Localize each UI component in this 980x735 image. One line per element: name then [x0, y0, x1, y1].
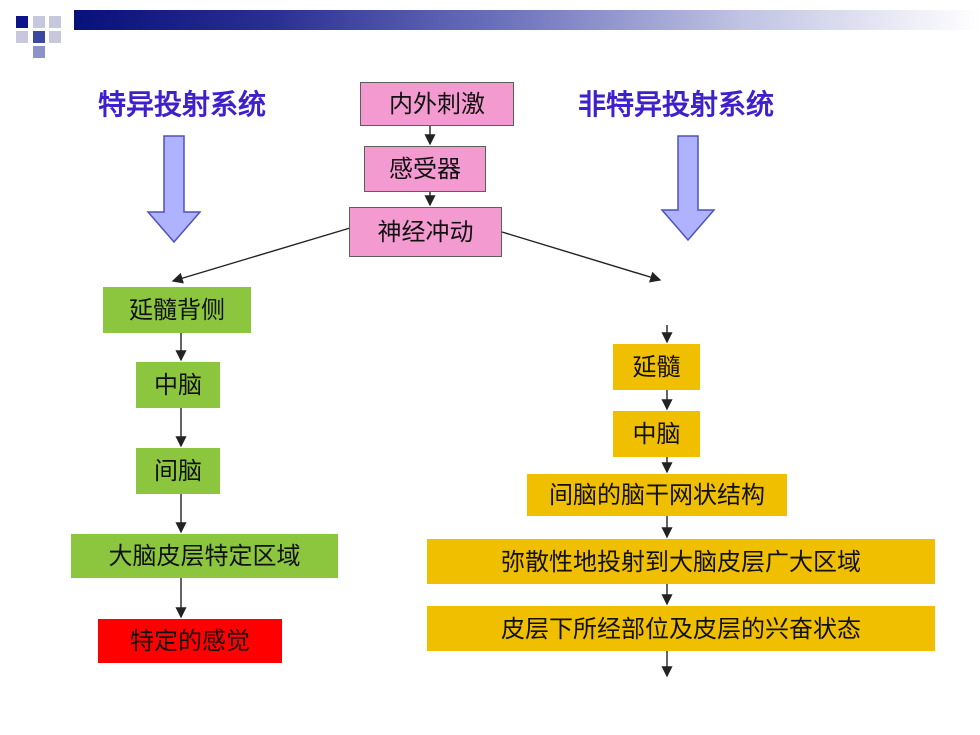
right-big-arrow [660, 135, 716, 242]
left-diencephalon-box: 间脑 [136, 448, 220, 494]
right-midbrain-box: 中脑 [613, 411, 700, 457]
left-medulla-box: 延髓背侧 [103, 287, 251, 333]
corner-square [33, 16, 45, 28]
right-excitation-box: 皮层下所经部位及皮层的兴奋状态 [427, 606, 935, 651]
stimulus-box: 内外刺激 [360, 82, 514, 126]
right-title: 非特异投射系统 [578, 88, 775, 121]
left-title: 特异投射系统 [98, 88, 267, 121]
corner-square [49, 16, 61, 28]
right-diencephalon-box: 间脑的脑干网状结构 [527, 474, 787, 516]
header-band [74, 10, 980, 30]
arrow-impulse-right [501, 231, 662, 283]
right-projection-box: 弥散性地投射到大脑皮层广大区域 [427, 539, 935, 584]
arrow-impulse-left [171, 227, 351, 284]
corner-square [49, 31, 61, 43]
left-cortex-box: 大脑皮层特定区域 [71, 534, 338, 578]
left-sensation-box: 特定的感觉 [98, 619, 282, 663]
corner-square [16, 31, 28, 43]
left-big-arrow [146, 135, 202, 244]
receptor-box: 感受器 [364, 146, 486, 192]
corner-square [33, 31, 45, 43]
corner-square [16, 16, 28, 28]
right-medulla-box: 延髓 [613, 344, 700, 390]
corner-square [33, 46, 45, 58]
left-midbrain-box: 中脑 [136, 362, 220, 408]
impulse-box: 神经冲动 [349, 207, 502, 257]
